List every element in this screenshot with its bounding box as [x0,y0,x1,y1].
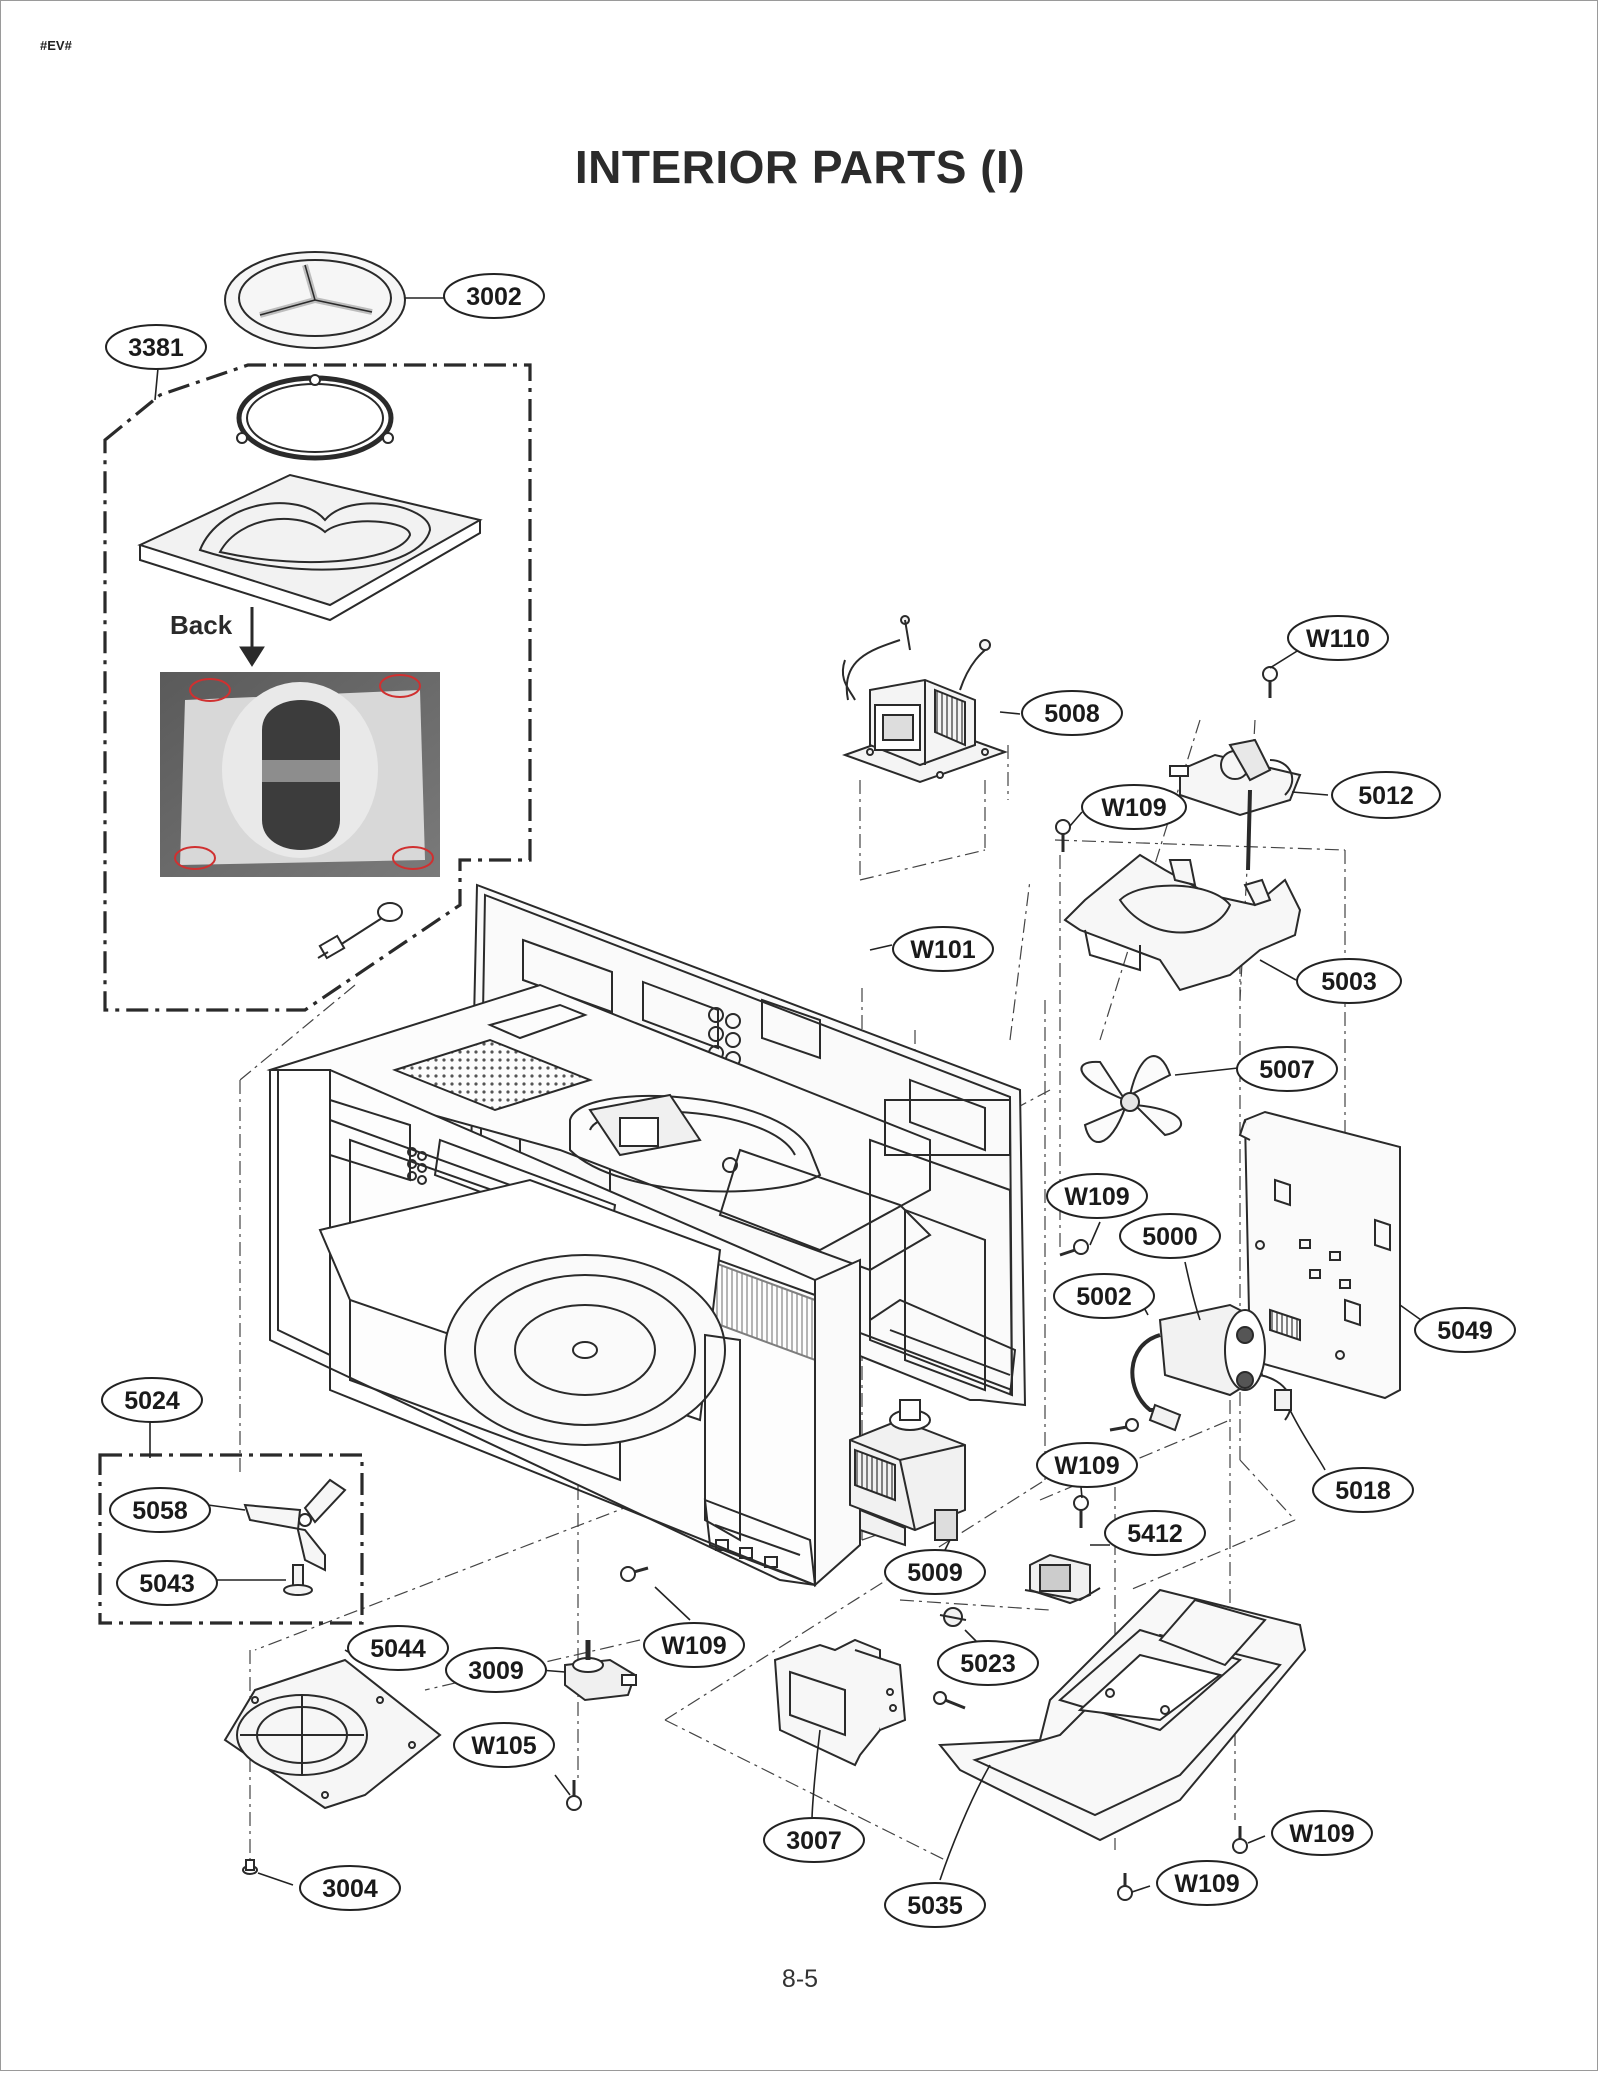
magnetron [849,1399,966,1547]
svg-text:W109: W109 [1064,1183,1129,1211]
svg-text:W101: W101 [910,936,975,964]
svg-text:3002: 3002 [466,283,522,311]
callout-w109-e: W109 [1271,1810,1373,1856]
svg-text:W110: W110 [1306,625,1370,653]
callout-w109-b: W109 [1046,1173,1148,1219]
svg-text:5003: 5003 [1321,968,1377,996]
screw-icon-w109-front [620,1566,649,1582]
roller-coupler [317,902,403,960]
turntable-motor [564,1640,637,1702]
page-title: INTERIOR PARTS (I) [574,141,1026,193]
callout-5043: 5043 [116,1560,218,1606]
oven-cavity [266,883,1027,1588]
kit-5024-outline [98,1453,364,1625]
callout-3002: 3002 [443,273,545,319]
fan-housing [1063,853,1302,992]
svg-text:5018: 5018 [1335,1477,1391,1505]
fan-blade [1080,1055,1182,1143]
svg-text:5024: 5024 [124,1387,180,1415]
callout-labels: 3002 3381 5008 W110 5012 W109 W101 5003 … [101,273,1516,1928]
callout-w105: W105 [453,1722,555,1768]
svg-text:3009: 3009 [468,1657,524,1685]
back-view-photo [160,672,440,877]
svg-text:5035: 5035 [907,1892,963,1920]
turntable-tray [224,251,406,349]
callout-5007: 5007 [1236,1046,1338,1092]
stirrer-blade [243,1478,347,1572]
kit-3381-outline [103,363,532,1012]
thermostat [933,1607,967,1710]
document-tag: #EV# [40,38,72,53]
svg-text:5023: 5023 [960,1650,1016,1678]
callout-5008: 5008 [1021,690,1123,736]
stirrer-shaft [283,1564,313,1596]
callout-5049: 5049 [1414,1307,1516,1353]
svg-text:W105: W105 [471,1732,536,1760]
svg-text:5043: 5043 [139,1570,195,1598]
callout-5023: 5023 [937,1640,1039,1686]
callout-5000: 5000 [1119,1213,1221,1259]
callout-w109-a: W109 [1081,784,1187,830]
svg-text:5007: 5007 [1259,1056,1315,1084]
svg-text:5008: 5008 [1044,700,1100,728]
callout-3004: 3004 [299,1865,401,1911]
svg-text:3381: 3381 [128,334,184,362]
callout-w109-d: W109 [643,1622,745,1668]
base-plate [937,1588,1307,1842]
back-label: Back [170,610,233,640]
svg-text:W109: W109 [661,1632,726,1660]
callout-5058: 5058 [109,1487,211,1533]
callout-5012: 5012 [1331,771,1441,819]
air-duct [773,1638,907,1767]
svg-text:5000: 5000 [1142,1223,1198,1251]
callout-3007: 3007 [763,1817,865,1863]
callout-5024: 5024 [101,1377,203,1423]
svg-text:W109: W109 [1174,1870,1239,1898]
stirrer-cover [223,1658,442,1810]
svg-text:3007: 3007 [786,1827,842,1855]
screw-icon-w110 [1262,666,1278,698]
callout-5018: 5018 [1312,1467,1414,1513]
tray-support-plate [137,473,483,622]
callout-w101: W101 [892,926,994,972]
cover-clip [242,1859,258,1875]
callout-5003: 5003 [1296,958,1402,1004]
page-number: 8-5 [781,1965,819,1993]
screw-icons-w109-base [1117,1826,1248,1901]
noise-filter [1024,1553,1101,1605]
side-plate [1238,1110,1401,1400]
svg-text:3004: 3004 [322,1875,378,1903]
svg-text:W109: W109 [1289,1820,1354,1848]
callout-5412: 5412 [1104,1510,1206,1556]
svg-text:W109: W109 [1101,794,1166,822]
svg-text:5044: 5044 [370,1635,426,1663]
callout-w110: W110 [1287,615,1389,661]
svg-text:5058: 5058 [132,1497,188,1525]
capacitor-assembly [1130,1303,1292,1432]
svg-text:5009: 5009 [907,1559,963,1587]
svg-text:W109: W109 [1054,1452,1119,1480]
svg-text:5049: 5049 [1437,1317,1493,1345]
screw-icon-w109-top [1055,819,1071,852]
roller-ring [236,374,394,461]
callout-5009: 5009 [884,1549,986,1595]
down-arrow-icon [239,607,265,667]
callout-5035: 5035 [884,1882,986,1928]
svg-text:5012: 5012 [1358,782,1414,810]
callout-5002: 5002 [1053,1273,1155,1319]
callout-5044: 5044 [347,1625,449,1671]
screw-icon-w105 [566,1780,582,1811]
fan-motor [1169,738,1302,871]
callout-w109-c: W109 [1036,1442,1138,1488]
screw-icon-w109-cap [1059,1239,1139,1432]
svg-text:5412: 5412 [1127,1520,1183,1548]
callout-3009: 3009 [445,1647,547,1693]
screw-icon-w109-5412 [1073,1495,1089,1528]
callout-w109-f: W109 [1156,1860,1258,1906]
callout-3381: 3381 [105,324,207,370]
svg-text:5002: 5002 [1076,1283,1132,1311]
transformer [841,615,1008,784]
